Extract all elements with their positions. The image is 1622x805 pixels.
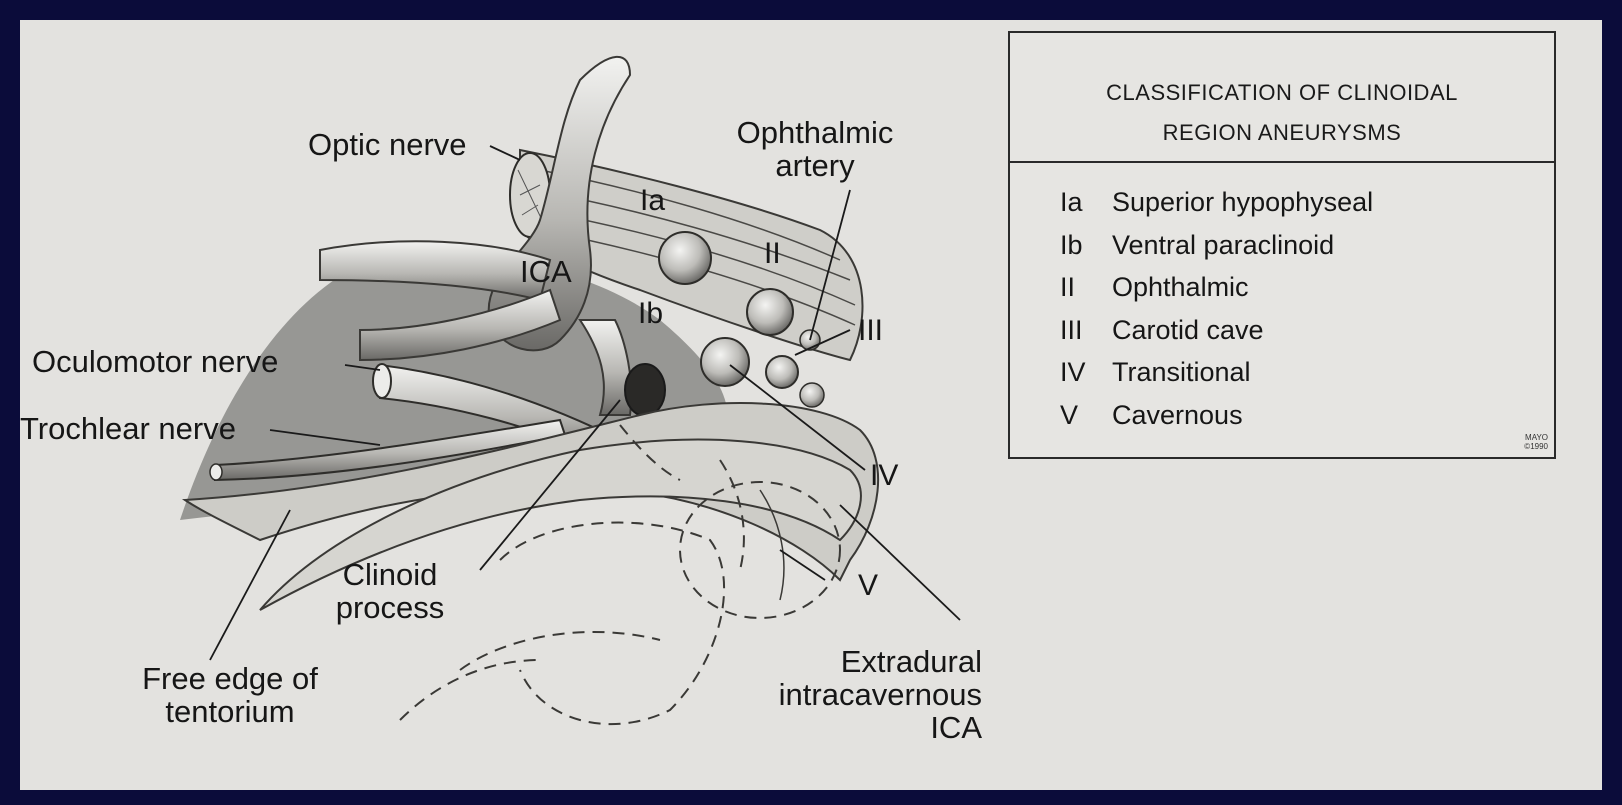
aneurysm-iv bbox=[701, 338, 749, 386]
label-oculomotor-nerve: Oculomotor nerve bbox=[32, 345, 278, 378]
figure-panel: Optic nerve Ophthalmic artery ICA Oculom… bbox=[20, 20, 1602, 790]
label-clinoid-process-line2: process bbox=[330, 591, 450, 624]
label-extradural-line1: Extradural bbox=[720, 645, 982, 678]
legend-item-name: Cavernous bbox=[1112, 400, 1243, 430]
marker-iii: III bbox=[858, 315, 883, 347]
label-ica: ICA bbox=[520, 255, 572, 288]
legend-item-name: Superior hypophyseal bbox=[1112, 187, 1373, 217]
legend-item-code: Ia bbox=[1060, 181, 1112, 223]
mayo-credit-line1: MAYO bbox=[1524, 433, 1548, 442]
marker-ia: Ia bbox=[640, 185, 665, 217]
legend-item-code: Ib bbox=[1060, 224, 1112, 266]
legend-item-code: IV bbox=[1060, 351, 1112, 393]
label-free-edge-line2: tentorium bbox=[115, 695, 345, 728]
classification-legend: CLASSIFICATION OF CLINOIDAL REGION ANEUR… bbox=[1008, 31, 1556, 459]
legend-title: CLASSIFICATION OF CLINOIDAL REGION ANEUR… bbox=[1010, 73, 1554, 153]
mayo-credit-line2: ©1990 bbox=[1524, 442, 1548, 451]
label-extradural-line3: ICA bbox=[720, 711, 982, 744]
aneurysm-ii bbox=[747, 289, 793, 335]
mayo-credit: MAYO ©1990 bbox=[1524, 433, 1548, 451]
marker-iv: IV bbox=[870, 460, 898, 492]
legend-item-code: III bbox=[1060, 309, 1112, 351]
legend-item-name: Ventral paraclinoid bbox=[1112, 230, 1334, 260]
legend-item-name: Carotid cave bbox=[1112, 315, 1264, 345]
legend-item-name: Ophthalmic bbox=[1112, 272, 1249, 302]
label-clinoid-process: Clinoid process bbox=[330, 558, 450, 624]
marker-v: V bbox=[858, 570, 878, 602]
legend-item-code: V bbox=[1060, 394, 1112, 436]
marker-ib: Ib bbox=[638, 298, 663, 330]
label-optic-nerve: Optic nerve bbox=[308, 128, 467, 161]
label-ophthalmic-artery-line1: Ophthalmic bbox=[700, 116, 930, 149]
label-extradural-ica: Extradural intracavernous ICA bbox=[720, 645, 982, 744]
label-trochlear-nerve: Trochlear nerve bbox=[20, 412, 236, 445]
legend-divider bbox=[1010, 161, 1554, 163]
legend-title-line2: REGION ANEURYSMS bbox=[1010, 113, 1554, 153]
marker-ii: II bbox=[764, 238, 781, 270]
label-extradural-line2: intracavernous bbox=[720, 678, 982, 711]
label-free-edge-line1: Free edge of bbox=[115, 662, 345, 695]
aneurysm-iii bbox=[766, 356, 798, 388]
label-clinoid-process-line1: Clinoid bbox=[330, 558, 450, 591]
aneurysm-ib bbox=[625, 364, 665, 416]
legend-item-code: II bbox=[1060, 266, 1112, 308]
legend-title-line1: CLASSIFICATION OF CLINOIDAL bbox=[1010, 73, 1554, 113]
label-ophthalmic-artery: Ophthalmic artery bbox=[700, 116, 930, 182]
label-free-edge-tentorium: Free edge of tentorium bbox=[115, 662, 345, 728]
aneurysm-ia bbox=[659, 232, 711, 284]
legend-item-name: Transitional bbox=[1112, 357, 1251, 387]
label-ophthalmic-artery-line2: artery bbox=[700, 149, 930, 182]
